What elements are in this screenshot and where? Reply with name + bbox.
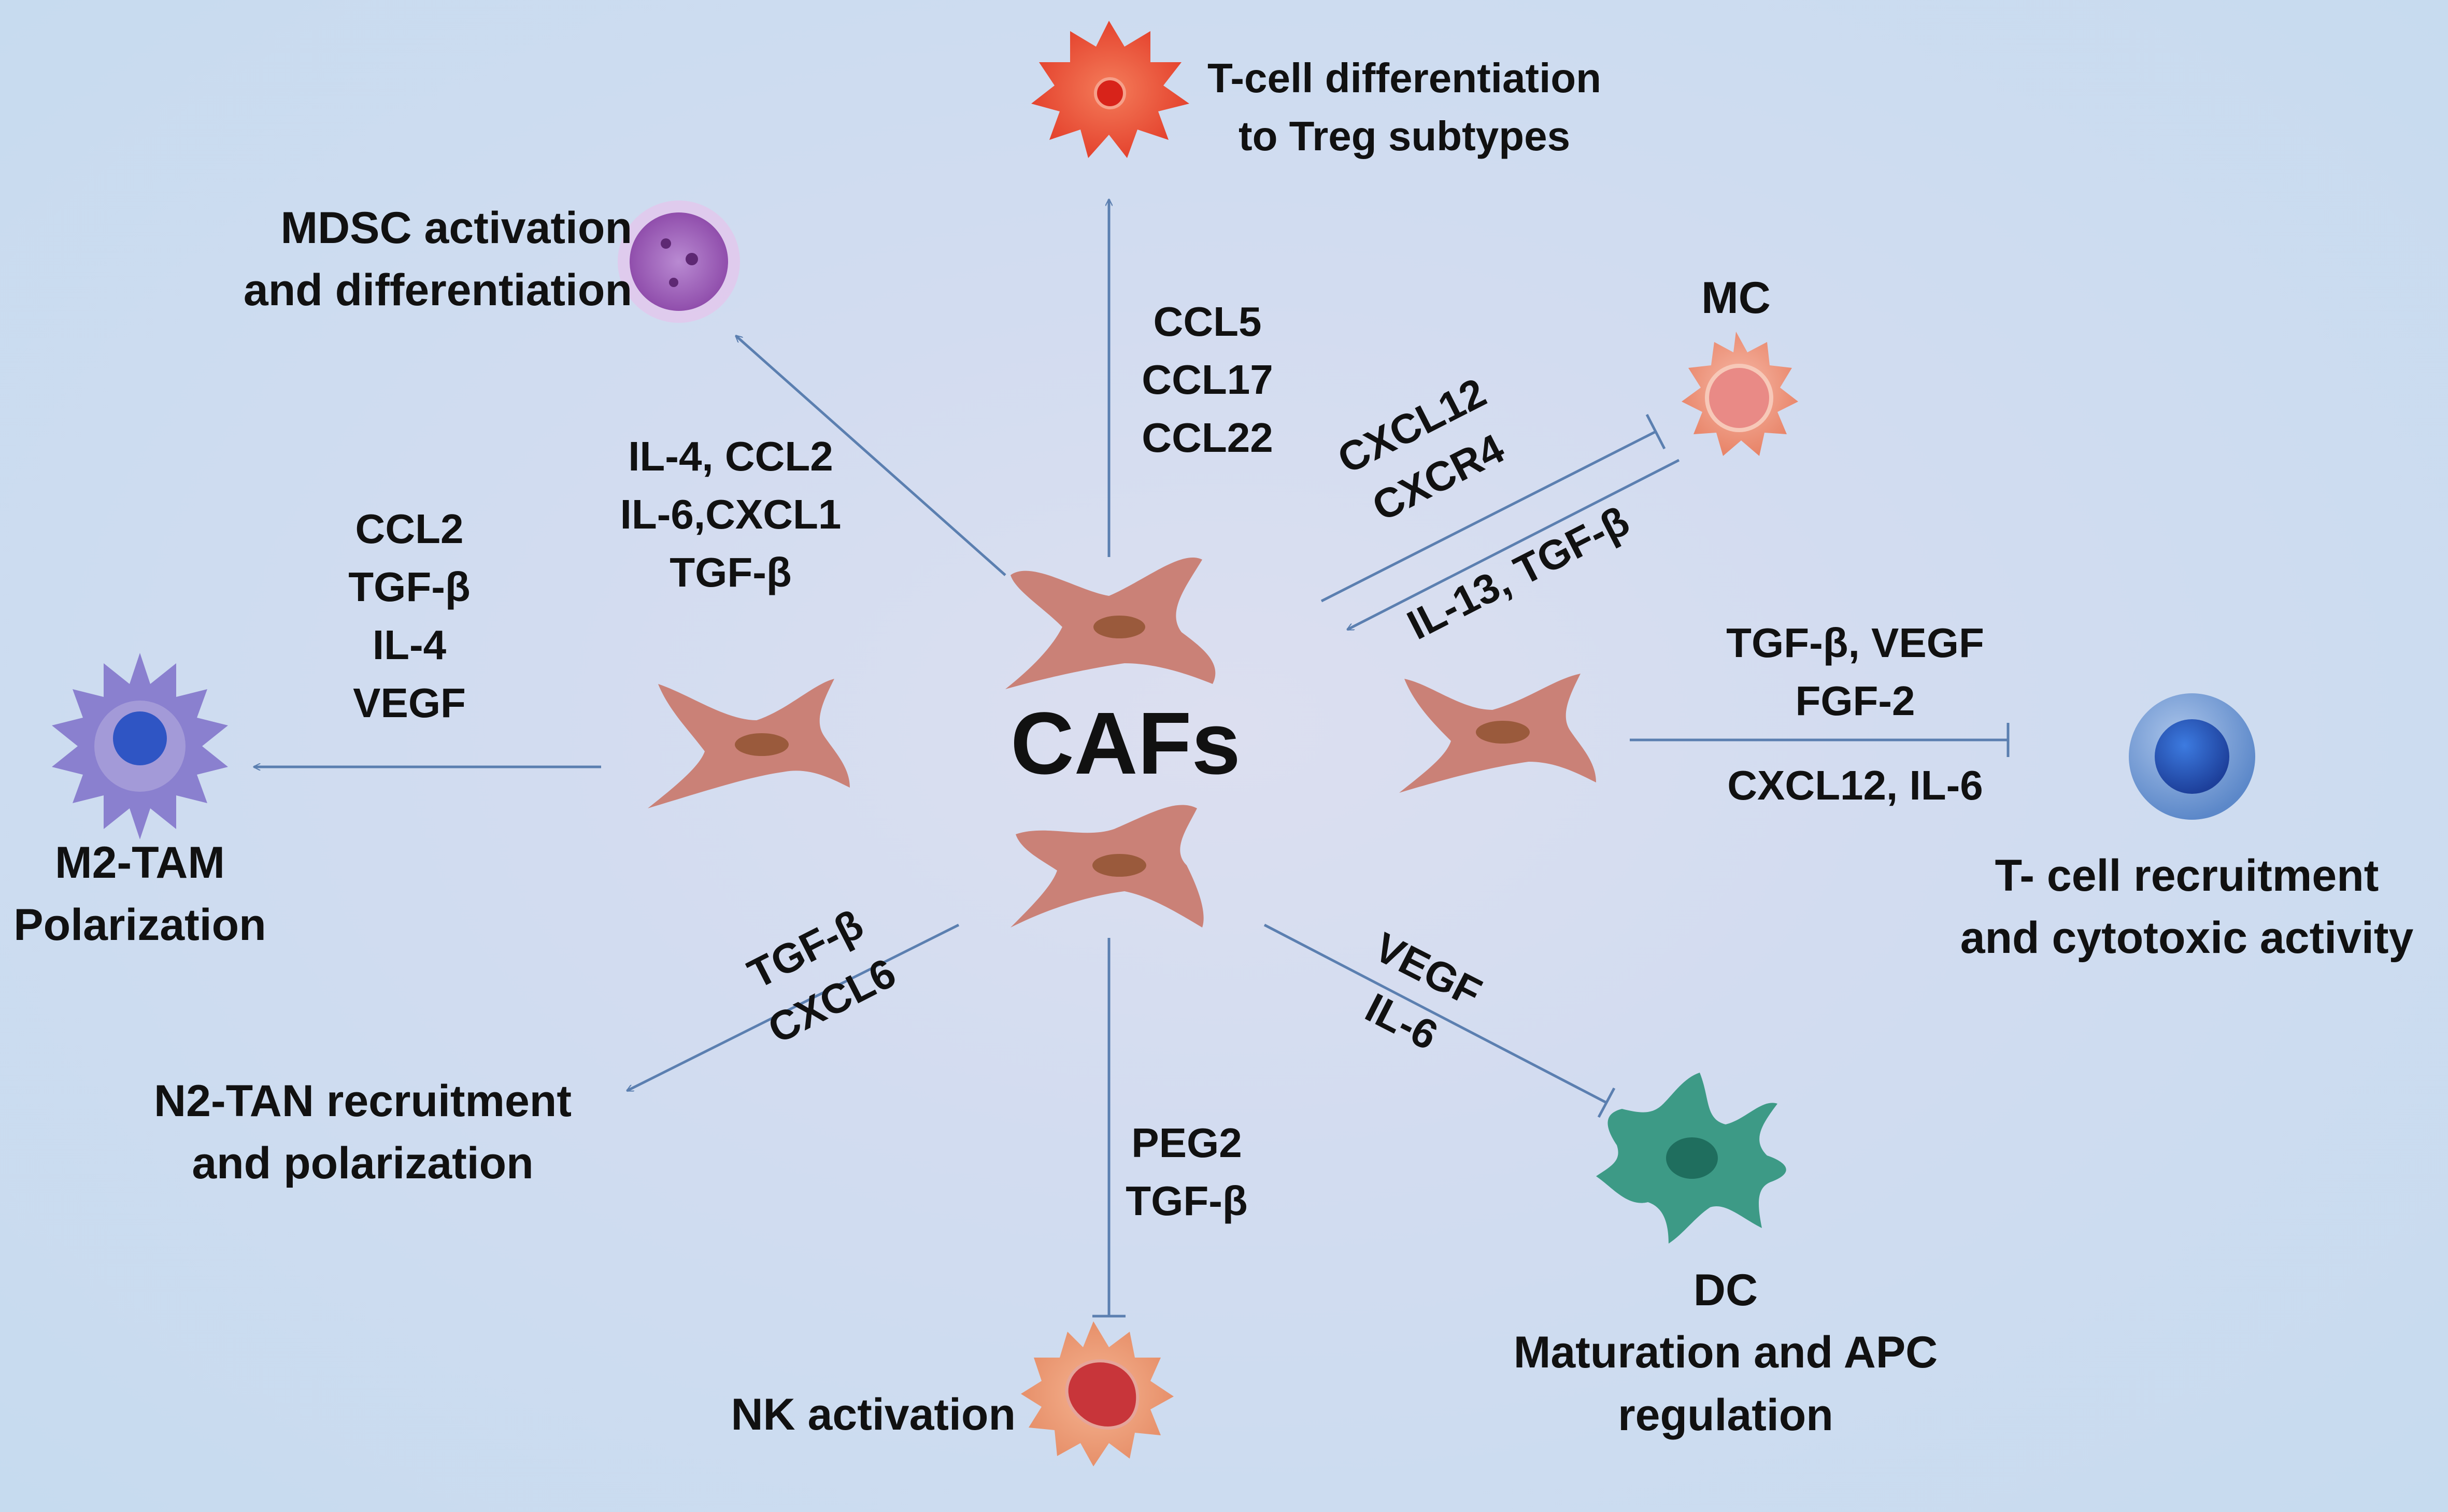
n2tan-label: N2-TAN recruitment and polarization	[119, 1070, 606, 1195]
dc-cell	[1596, 1073, 1786, 1244]
factor-mdsc-3: TGF-β	[670, 549, 792, 595]
mc-cell	[1682, 332, 1798, 456]
inhibit-to-mc	[1320, 430, 1657, 603]
factors-mdsc: IL-4, CCL2 IL-6,CXCL1 TGF-β	[596, 427, 865, 602]
arrow-to-n2tan	[627, 923, 960, 1092]
arrow-to-mdsc	[736, 336, 1006, 576]
nk-label: NK activation	[731, 1390, 1016, 1439]
factors-tcell-bottom: CXCL12, IL-6	[1689, 757, 2021, 815]
factor-mdsc-1: IL-4, CCL2	[628, 433, 833, 479]
arrow-from-mc	[1347, 459, 1680, 631]
caf-cell-right	[1399, 674, 1596, 793]
factors-tcell-top: TGF-β, VEGF FGF-2	[1689, 614, 2021, 730]
factor-nk-1: PEG2	[1131, 1120, 1242, 1166]
mdsc-label-line-2: and differentiation	[243, 265, 632, 316]
treg-label: T-cell differentiation to Treg subtypes	[1187, 49, 1622, 165]
factor-treg-1: CCL5	[1153, 298, 1262, 345]
nk-cell	[1021, 1321, 1174, 1466]
factor-m2tam-3: IL-4	[372, 622, 447, 668]
mdsc-cell	[618, 201, 740, 323]
m2tam-label-line-2: Polarization	[13, 900, 266, 950]
mdsc-label-line-1: MDSC activation	[280, 203, 632, 253]
factor-mdsc-2: IL-6,CXCL1	[620, 491, 842, 537]
dc-label-line-1: DC	[1693, 1265, 1758, 1315]
factor-tcell-bottom-1: CXCL12, IL-6	[1727, 762, 1983, 808]
factors-m2tam: CCL2 TGF-β IL-4 VEGF	[316, 500, 503, 732]
factor-m2tam-2: TGF-β	[348, 564, 471, 610]
factors-treg: CCL5 CCL17 CCL22	[1125, 293, 1290, 467]
caf-cell-top	[1005, 558, 1216, 689]
arrows	[254, 199, 2010, 1318]
dc-label-line-3: regulation	[1618, 1390, 1833, 1440]
treg-label-line-2: to Treg subtypes	[1238, 113, 1571, 159]
factor-m2tam-1: CCL2	[355, 506, 464, 552]
n2tan-label-line-1: N2-TAN recruitment	[154, 1076, 572, 1126]
caf-cell-bottom	[1010, 805, 1204, 928]
factor-tcell-top-1: TGF-β, VEGF	[1726, 620, 1984, 666]
tcell-label: T- cell recruitment and cytotoxic activi…	[1938, 845, 2436, 969]
dc-label: DC Maturation and APC regulation	[1477, 1259, 1974, 1446]
tcell-cell	[2129, 693, 2255, 820]
factors-nk: PEG2 TGF-β	[1104, 1114, 1270, 1230]
mdsc-label: MDSC activation and differentiation	[176, 197, 632, 322]
mc-label: MC	[1701, 273, 1771, 323]
treg-label-line-1: T-cell differentiation	[1207, 55, 1602, 101]
factor-nk-2: TGF-β	[1126, 1178, 1248, 1224]
n2tan-label-line-2: and polarization	[192, 1138, 534, 1189]
factor-treg-2: CCL17	[1142, 356, 1273, 403]
m2tam-label-line-1: M2-TAM	[54, 838, 225, 888]
m2tam-cell	[52, 653, 228, 839]
tcell-label-line-1: T- cell recruitment	[1995, 851, 2379, 901]
factor-m2tam-4: VEGF	[353, 680, 466, 726]
inhibit-to-dc	[1263, 923, 1607, 1104]
caf-cell-left	[648, 679, 850, 808]
factor-tcell-top-2: FGF-2	[1795, 678, 1915, 724]
m2tam-label: M2-TAM Polarization	[0, 832, 280, 957]
dc-label-line-2: Maturation and APC	[1513, 1328, 1938, 1378]
center-label: CAFs	[1010, 694, 1241, 793]
treg-cell	[1031, 21, 1189, 158]
factor-treg-3: CCL22	[1142, 415, 1273, 461]
tcell-label-line-2: and cytotoxic activity	[1960, 913, 2414, 963]
